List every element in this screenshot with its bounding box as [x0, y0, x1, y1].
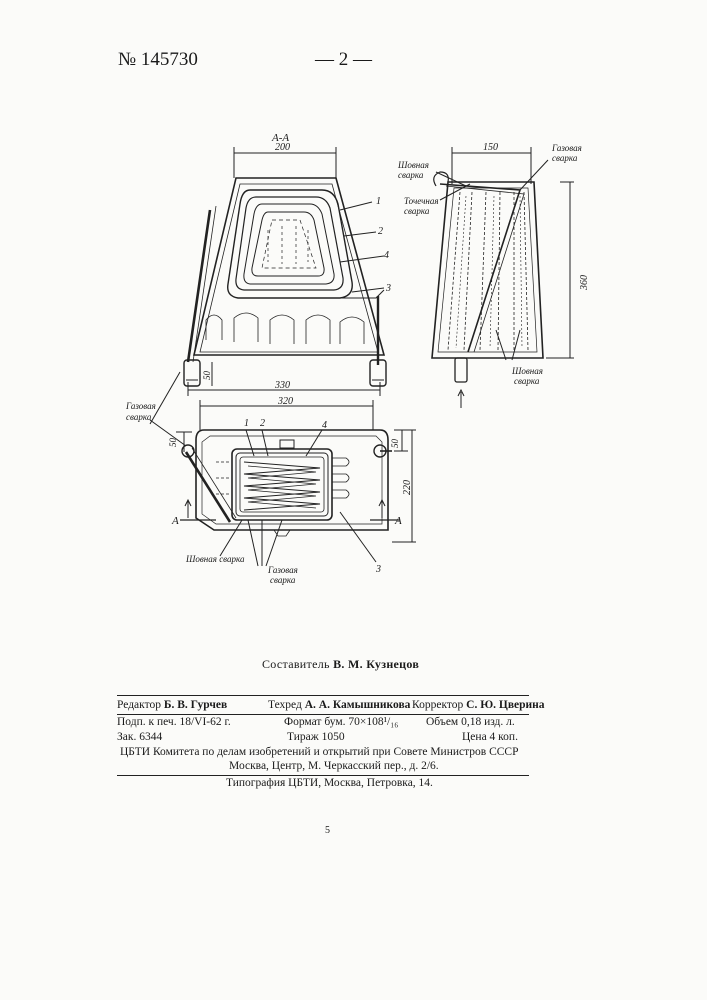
- gas-weld-left-line2: сварка: [126, 412, 152, 422]
- techred-label: Техред: [268, 699, 302, 711]
- spot-weld-line2: сварка: [404, 206, 430, 216]
- techred: Техред А. А. Камышникова: [268, 699, 410, 711]
- page-number: 5: [325, 825, 330, 836]
- publisher: ЦБТИ Комитета по делам изобретений и отк…: [120, 746, 519, 758]
- circulation: Тираж 1050: [287, 731, 345, 743]
- compiler-label: Составитель: [262, 657, 330, 671]
- dim-50-b: 50: [168, 438, 178, 448]
- divider-top: [117, 695, 529, 696]
- callout-4-top: 4: [384, 250, 389, 261]
- callout-2-bottom: 2: [260, 418, 265, 429]
- printing-house: Типография ЦБТИ, Москва, Петровка, 14.: [226, 777, 433, 789]
- callout-3-bottom: 3: [375, 564, 381, 575]
- dim-330: 330: [274, 380, 290, 391]
- dim-50-c: 50: [390, 439, 400, 449]
- section-marker-right: А: [394, 515, 402, 527]
- divider-bottom: [117, 775, 529, 776]
- techred-name: А. А. Камышникова: [305, 699, 411, 711]
- gas-weld-bottom-line2: сварка: [270, 575, 296, 585]
- dim-50-a: 50: [202, 371, 212, 381]
- price: Цена 4 коп.: [462, 731, 518, 743]
- corrector: Корректор С. Ю. Цверина: [412, 699, 545, 711]
- callout-1-bottom: 1: [244, 418, 249, 429]
- dim-200: 200: [275, 142, 290, 153]
- corrector-label: Корректор: [412, 699, 463, 711]
- callout-4-bottom: 4: [322, 420, 327, 431]
- seam-weld-top-line2: сварка: [398, 170, 424, 180]
- gas-weld-left-line1: Газовая: [125, 401, 156, 411]
- corrector-name: С. Ю. Цверина: [466, 699, 544, 711]
- callout-2-top: 2: [378, 226, 383, 237]
- seam-weld-right-line1: Шовная: [511, 366, 543, 376]
- gas-weld-bottom-line1: Газовая: [267, 565, 298, 575]
- signed-date: Подп. к печ. 18/VI-62 г.: [117, 716, 231, 728]
- dim-360: 360: [579, 275, 590, 291]
- divider-mid: [117, 714, 529, 715]
- seam-weld-top-line1: Шовная: [397, 160, 429, 170]
- compiler-line: Составитель В. М. Кузнецов: [262, 657, 419, 672]
- seam-weld-right-line2: сварка: [514, 376, 540, 386]
- section-view-aa: [184, 147, 386, 396]
- section-marker-left: А: [171, 515, 179, 527]
- gas-weld-top-right-line1: Газовая: [551, 143, 582, 153]
- dim-220: 220: [402, 480, 413, 495]
- editor-name: Б. В. Гурчев: [164, 699, 227, 711]
- spot-weld-line1: Точечная: [404, 196, 439, 206]
- callout-1-top: 1: [376, 196, 381, 207]
- publisher-address: Москва, Центр, М. Черкасский пер., д. 2/…: [229, 760, 439, 772]
- editor-label: Редактор: [117, 699, 161, 711]
- side-view: [432, 147, 574, 408]
- paper-format: Формат бум. 70×108¹/₁₆: [284, 716, 398, 728]
- callout-3-top: 3: [385, 283, 391, 294]
- volume: Объем 0,18 изд. л.: [426, 716, 515, 728]
- dim-320: 320: [277, 396, 293, 407]
- seam-weld-bottom: Шовная сварка: [185, 554, 245, 564]
- dim-150: 150: [483, 142, 498, 153]
- order-number: Зак. 6344: [117, 731, 162, 743]
- gas-weld-top-right-line2: сварка: [552, 153, 578, 163]
- compiler-name: В. М. Кузнецов: [333, 657, 419, 671]
- editor: Редактор Б. В. Гурчев: [117, 699, 227, 711]
